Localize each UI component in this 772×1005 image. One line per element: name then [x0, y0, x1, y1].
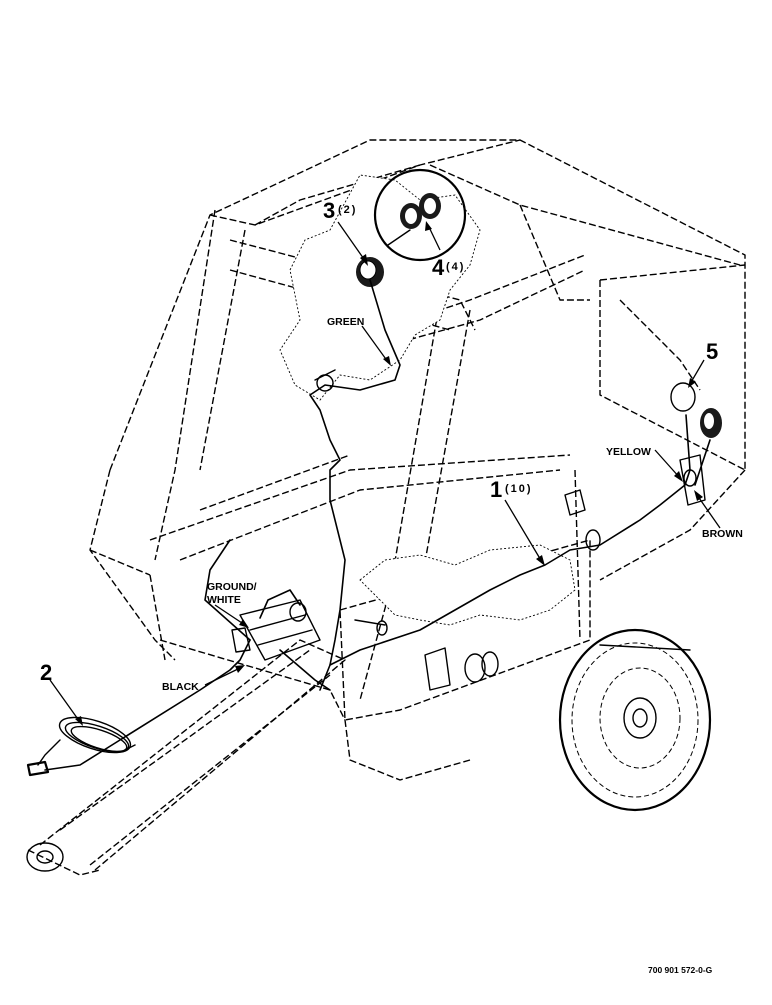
callout-quantity: (2) — [338, 204, 357, 216]
callout-number: 4 — [432, 255, 445, 280]
callout-quantity: (10) — [505, 483, 533, 495]
callout-2: 2 — [40, 660, 52, 685]
wire-label-white: WHITE — [207, 594, 241, 606]
tongue-hitch — [26, 639, 346, 876]
lamp-3 — [356, 257, 384, 287]
callout-number: 2 — [40, 660, 52, 685]
junction-block — [231, 599, 321, 661]
callout-number: 5 — [706, 339, 718, 364]
cable-coil-2 — [26, 716, 136, 777]
wire-label-ground: GROUND/ — [207, 581, 257, 593]
cutaway-upper — [279, 174, 481, 401]
callout-5: 5 — [706, 339, 718, 364]
wire-label-yellow: YELLOW — [606, 446, 651, 458]
wire-label-black: BLACK — [162, 681, 199, 693]
cutaway-lower — [359, 544, 576, 626]
lamp-5 — [670, 382, 722, 438]
wheel — [558, 628, 712, 812]
callout-1: 1 (10) — [490, 477, 533, 502]
callout-number: 3 — [323, 198, 335, 223]
wire-label-green: GREEN — [327, 316, 364, 328]
lens-inset — [373, 168, 467, 262]
callout-leaders — [49, 221, 721, 726]
wire-label-brown: BROWN — [702, 528, 743, 540]
wiring-harness — [44, 279, 711, 771]
right-lamp-bracket — [564, 454, 706, 551]
drawing-number: 700 901 572-0-G — [648, 965, 713, 975]
pto-parts — [354, 619, 499, 691]
upper-lamp-bracket — [314, 369, 336, 392]
callout-3: 3 (2) — [323, 198, 357, 223]
callout-4: 4 (4) — [432, 255, 465, 280]
callout-number: 1 — [490, 477, 502, 502]
callout-quantity: (4) — [446, 261, 465, 273]
